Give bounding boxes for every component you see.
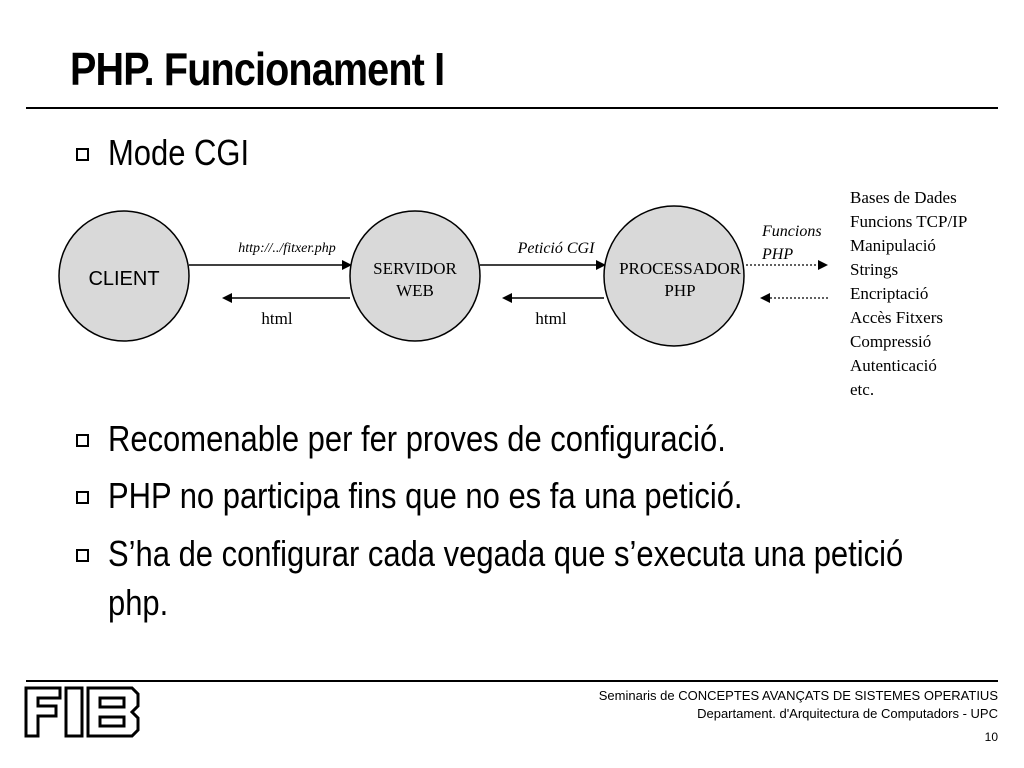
function-item: Funcions TCP/IP [850, 212, 967, 231]
client-label: CLIENT [88, 268, 159, 290]
request-url-label: http://../fitxer.php [238, 241, 336, 256]
web-server-label-2: WEB [396, 281, 434, 300]
bullet-icon [76, 491, 89, 504]
bullet-icon [76, 549, 89, 562]
cgi-diagram: CLIENT SERVIDOR WEB PROCESSADOR PHP http… [58, 188, 967, 399]
bullet-icon [76, 434, 89, 447]
footer-seminar: Seminaris de CONCEPTES AVANÇATS DE SISTE… [598, 688, 998, 703]
function-item: Strings [850, 260, 898, 279]
function-item: Accès Fitxers [850, 308, 943, 327]
php-functions-label-2: PHP [761, 246, 793, 263]
bullet-icon [76, 148, 89, 161]
web-server-node [349, 210, 481, 342]
footer-department: Departament. d'Arquitectura de Computado… [697, 706, 998, 721]
response-html-label-1: html [261, 309, 292, 328]
slide-title: PHP. Funcionament I [70, 43, 445, 95]
page-number: 10 [984, 730, 998, 744]
php-processor-label-2: PHP [664, 281, 695, 300]
bullet-configure-each-request-cont: php. [108, 582, 169, 623]
function-item: Encriptació [850, 284, 928, 303]
bullet-configure-each-request: S’ha de configurar cada vegada que s’exe… [108, 533, 904, 574]
footer-rule [26, 680, 998, 682]
web-server-label-1: SERVIDOR [373, 259, 457, 278]
function-item: Manipulació [850, 236, 936, 255]
bullet-mode-cgi: Mode CGI [108, 132, 250, 173]
function-item: Bases de Dades [850, 188, 957, 207]
cgi-request-label: Petició CGI [517, 240, 596, 257]
header-rule [26, 107, 998, 109]
php-functions-label-1: Funcions [761, 223, 822, 240]
function-item: etc. [850, 380, 874, 399]
bullet-config-tests: Recomenable per fer proves de configurac… [108, 418, 726, 459]
function-item: Compressió [850, 332, 931, 351]
function-item: Autenticació [850, 356, 937, 375]
php-processor-label-1: PROCESSADOR [619, 259, 742, 278]
response-html-label-2: html [535, 309, 566, 328]
fib-logo [24, 686, 140, 738]
function-list: Bases de Dades Funcions TCP/IP Manipulac… [850, 188, 967, 399]
bullet-php-participation: PHP no participa fins que no es fa una p… [108, 475, 743, 516]
client-node [58, 210, 190, 342]
php-processor-node [603, 205, 745, 347]
